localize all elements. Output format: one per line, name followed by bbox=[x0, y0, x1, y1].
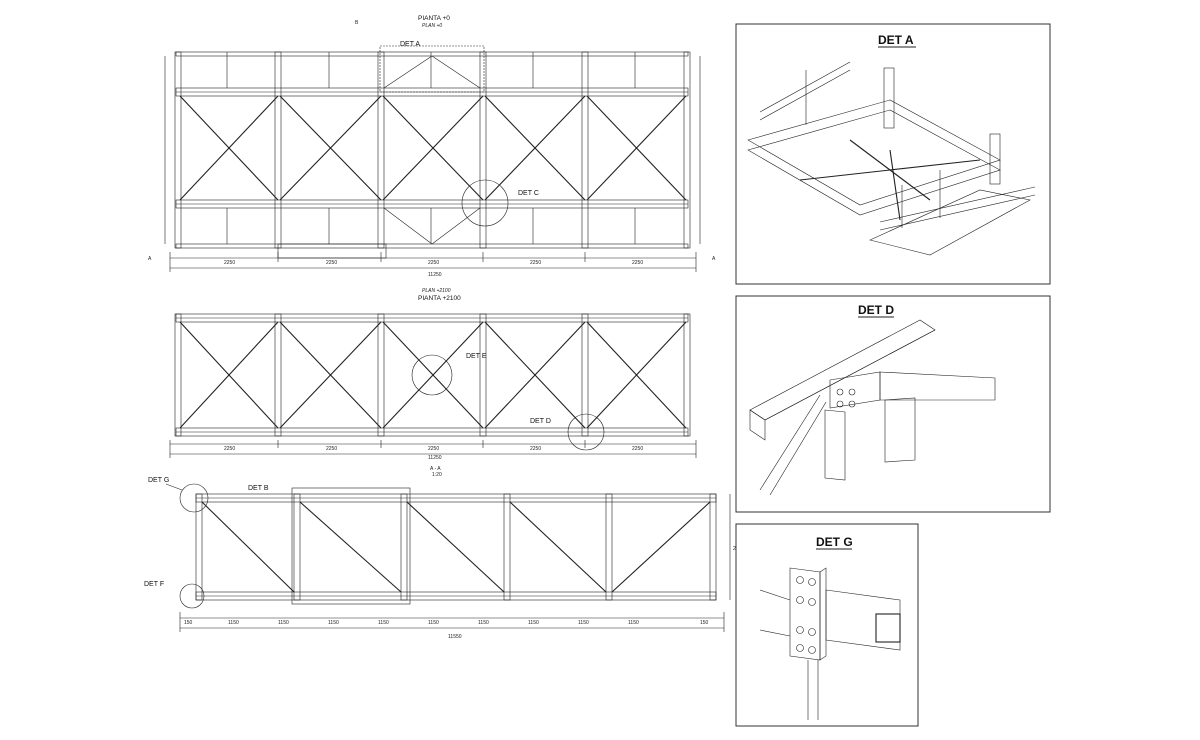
elevation-diagonals bbox=[201, 501, 711, 593]
det-c-label: DET C bbox=[518, 190, 539, 197]
plan-top-dim-3: 2250 bbox=[428, 260, 439, 266]
det-d-panel: DET D bbox=[735, 295, 1051, 513]
det-c-circle bbox=[461, 179, 509, 227]
elev-dim-2: 1150 bbox=[228, 620, 239, 626]
elev-dim-5: 1150 bbox=[378, 620, 389, 626]
det-b-frame bbox=[291, 487, 411, 605]
plan-top-dim-1: 2250 bbox=[224, 260, 235, 266]
det-f-circle bbox=[179, 583, 205, 609]
det-g-circle bbox=[179, 483, 209, 513]
det-a-iso-drawing bbox=[747, 61, 1036, 256]
elev-dim-9: 1150 bbox=[578, 620, 589, 626]
det-b-label: DET B bbox=[248, 485, 269, 492]
elevation: DET G DET B DET F 150 1150 1150 1150 115… bbox=[144, 477, 744, 640]
plan-top-title-it: PIANTA +0 bbox=[418, 15, 450, 22]
plan-top-dim-2: 2250 bbox=[326, 260, 337, 266]
plan-mid-dim-3: 2250 bbox=[428, 446, 439, 452]
plan-mid: PLAN +2100 PIANTA +2100 bbox=[169, 288, 697, 478]
elev-dim-8: 1150 bbox=[528, 620, 539, 626]
plan-top-bracing bbox=[179, 55, 687, 245]
det-e-circle bbox=[411, 354, 453, 396]
section-a-a-label: A - A bbox=[430, 466, 441, 472]
plan-top-dimensions: 2250 2250 2250 2250 2250 11250 A A bbox=[148, 56, 716, 278]
elev-total-dim: 11550 bbox=[448, 634, 462, 640]
plan-top-lower-frame bbox=[277, 243, 387, 259]
det-d-panel-title: DET D bbox=[858, 303, 894, 317]
elev-dim-10: 1150 bbox=[628, 620, 639, 626]
plan-mid-dim-5: 2250 bbox=[632, 446, 643, 452]
plan-mid-dim-4: 2250 bbox=[530, 446, 541, 452]
plan-top: PIANTA +0 PLAN +0 B bbox=[148, 15, 716, 278]
elev-dim-6: 1150 bbox=[428, 620, 439, 626]
elev-dim-11: 150 bbox=[700, 620, 709, 626]
plan-mid-dim-1: 2250 bbox=[224, 446, 235, 452]
plan-mid-dim-2: 2250 bbox=[326, 446, 337, 452]
det-g-panel-title: DET G bbox=[816, 535, 853, 549]
det-d-iso-drawing bbox=[749, 319, 996, 496]
det-g-iso-drawing bbox=[759, 567, 901, 720]
plan-top-total-dim: 11250 bbox=[428, 272, 442, 278]
section-mark-top: B bbox=[355, 20, 359, 26]
plan-top-rails bbox=[175, 51, 689, 249]
det-a-panel: DET A bbox=[735, 23, 1051, 285]
det-e-label: DET E bbox=[466, 353, 487, 360]
det-g-panel: DET G bbox=[735, 523, 919, 727]
section-mark-left: A bbox=[148, 256, 152, 262]
det-d-label: DET D bbox=[530, 418, 551, 425]
plan-mid-title-it: PIANTA +2100 bbox=[418, 295, 461, 302]
elev-dim-4: 1150 bbox=[328, 620, 339, 626]
plan-mid-title-en: PLAN +2100 bbox=[422, 288, 451, 294]
det-a-label: DET A bbox=[400, 41, 420, 48]
elev-dim-3: 1150 bbox=[278, 620, 289, 626]
elev-dim-7: 1150 bbox=[478, 620, 489, 626]
plan-mid-total-dim: 11250 bbox=[428, 455, 442, 461]
plan-top-dim-4: 2250 bbox=[530, 260, 541, 266]
section-mark-right: A bbox=[712, 256, 716, 262]
det-a-panel-title: DET A bbox=[878, 33, 914, 47]
elevation-dimensions: 150 1150 1150 1150 1150 1150 1150 1150 1… bbox=[179, 494, 744, 640]
plan-mid-dimensions: 2250 2250 2250 2250 2250 11250 A - A 1:2… bbox=[169, 440, 697, 478]
plan-mid-bracing bbox=[179, 321, 687, 429]
plan-top-dim-5: 2250 bbox=[632, 260, 643, 266]
det-g-label: DET G bbox=[148, 477, 169, 484]
plan-top-title-en: PLAN +0 bbox=[422, 23, 442, 29]
det-d-circle bbox=[567, 413, 605, 451]
plan-top-posts bbox=[174, 51, 691, 249]
det-a-frame bbox=[379, 45, 485, 93]
section-a-a-scale: 1:20 bbox=[432, 472, 442, 478]
plan-mid-rails bbox=[175, 313, 689, 437]
det-f-label: DET F bbox=[144, 581, 164, 588]
plan-mid-posts bbox=[174, 313, 691, 437]
elev-dim-1: 150 bbox=[184, 620, 193, 626]
elevation-posts bbox=[195, 493, 717, 601]
